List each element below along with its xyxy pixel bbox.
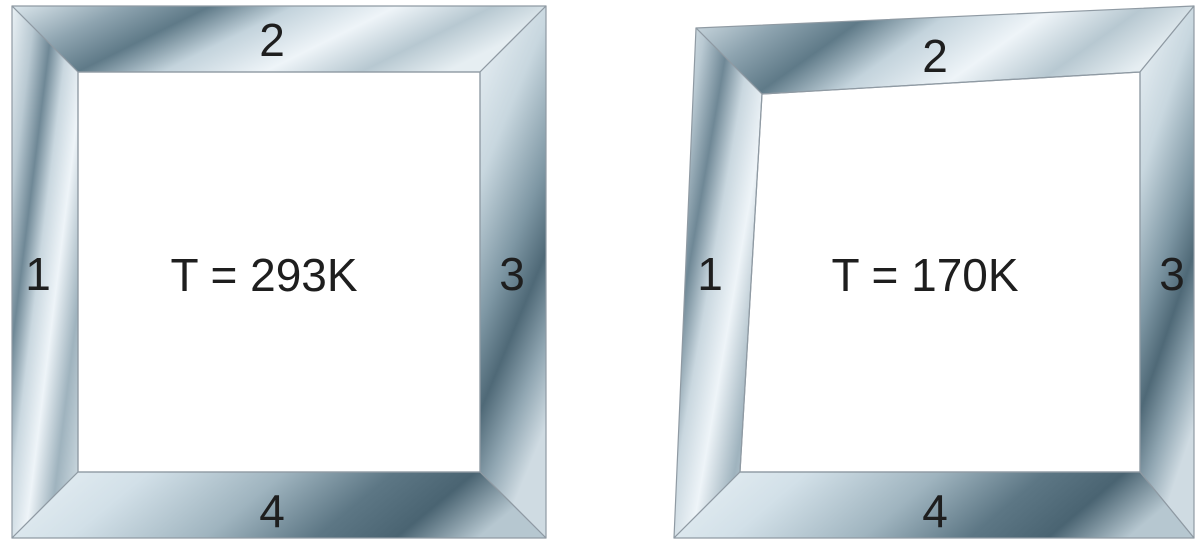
bar-label-4: 4 <box>259 485 285 537</box>
bar-label-3: 3 <box>1159 248 1185 300</box>
frame-170k: 1 2 3 4 T = 170K <box>673 5 1195 539</box>
temperature-label: T = 170K <box>831 249 1018 301</box>
bar-label-2: 2 <box>259 14 285 66</box>
bar-label-4: 4 <box>922 485 948 537</box>
bar-label-1: 1 <box>697 248 723 300</box>
bar-label-3: 3 <box>499 248 525 300</box>
bar-label-2: 2 <box>922 30 948 82</box>
bar-label-1: 1 <box>25 248 51 300</box>
frame-opening <box>739 71 1141 473</box>
temperature-label: T = 293K <box>170 249 357 301</box>
frame-293k: 1 2 3 4 T = 293K <box>11 5 547 539</box>
frame-opening <box>77 71 481 473</box>
